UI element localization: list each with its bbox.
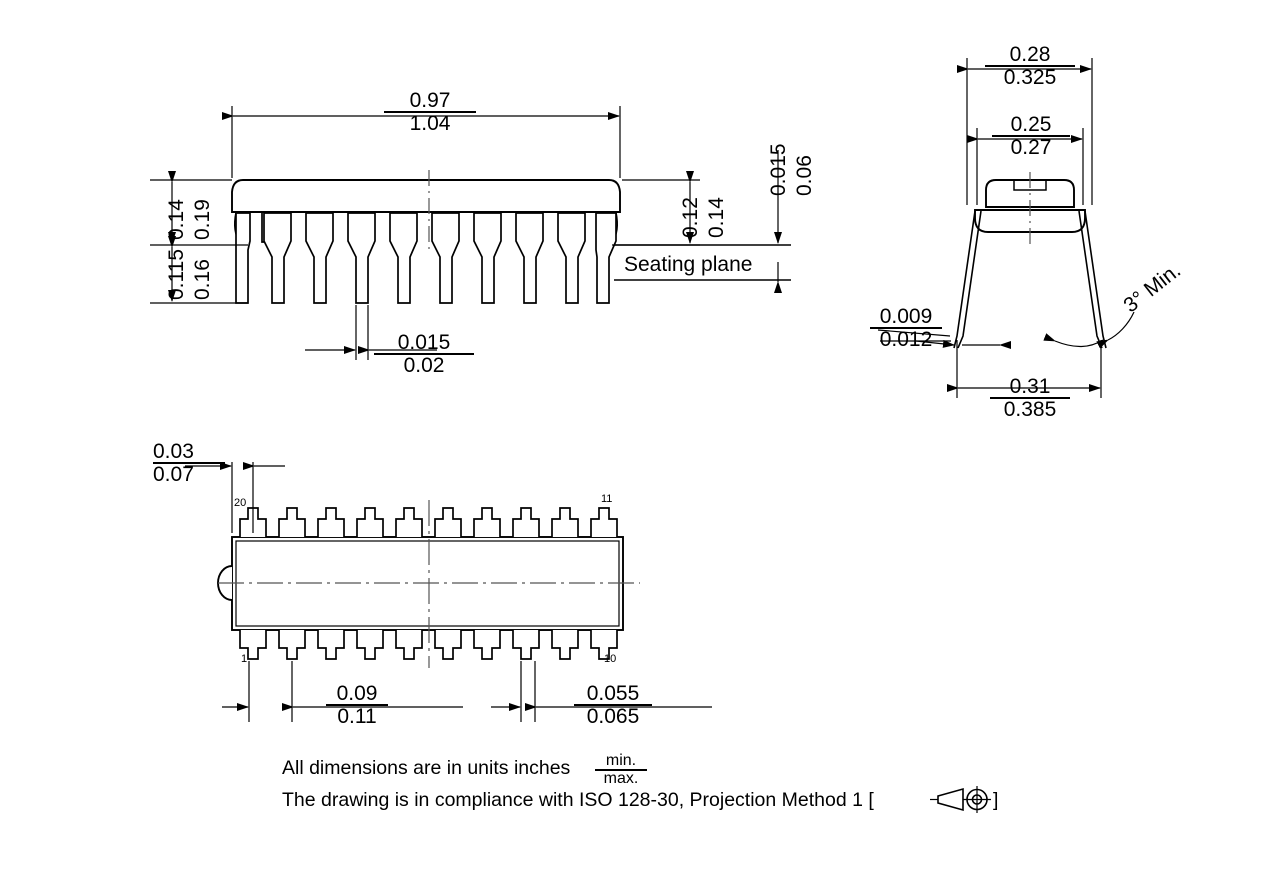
iso-projection-symbol	[930, 786, 991, 813]
units-note-fraction: min. max.	[595, 752, 647, 788]
compliance-note: The drawing is in compliance with ISO 12…	[282, 789, 874, 811]
side-view-overall-width-min: 0.28	[1009, 43, 1051, 66]
fraction-bar	[384, 111, 476, 114]
side-view-lead-span-min: 0.31	[1009, 375, 1051, 398]
fraction-bar	[326, 704, 388, 707]
seating-plane-label: Seating plane	[624, 253, 753, 276]
side-view-draft-angle-leaders	[1043, 311, 1135, 349]
front-view-lead-thickness-min: 0.015	[397, 331, 451, 354]
side-view-lead-width-dimension	[877, 329, 1011, 349]
side-view-lead-width-max: 0.012	[879, 328, 933, 352]
front-view-length-dimension-text: 0.97 1.04	[384, 90, 476, 135]
front-view-lead-length-min: 0.115	[165, 249, 188, 300]
front-view-lead-thickness-max: 0.02	[403, 354, 445, 378]
seating-plane-lines	[614, 244, 791, 281]
front-view-body-height-max: 0.19	[191, 199, 214, 240]
pin-label-20: 20	[234, 497, 247, 509]
units-note-min: min.	[605, 752, 637, 769]
fraction-bar	[595, 769, 647, 772]
side-view-lead-span-max: 0.385	[1003, 398, 1057, 422]
side-view-body-width-dimension	[967, 128, 1084, 205]
fraction-bar	[374, 353, 474, 356]
top-view-end-offset-max: 0.07	[153, 463, 194, 487]
compliance-note-close: ]	[993, 789, 999, 811]
side-view-body-width-min: 0.25	[1010, 113, 1052, 136]
front-view-lead-thickness-text: 0.015 0.02	[374, 332, 474, 377]
top-view-bottom-row-pins	[239, 630, 618, 660]
side-view-body-width-text: 0.25 0.27	[992, 114, 1070, 159]
units-note-max: max.	[603, 770, 639, 788]
side-view-lead-width-min: 0.009	[879, 305, 933, 328]
front-view-length-max: 1.04	[409, 112, 451, 136]
front-view-seated-body-min: 0.12	[679, 197, 702, 238]
side-view-lead-span-dimension	[947, 340, 1102, 398]
front-view-body-height-min: 0.14	[165, 199, 188, 240]
fraction-bar	[985, 65, 1075, 68]
top-view-end-offset-text: 0.03 0.07	[153, 441, 225, 486]
top-view-pitch-min: 0.09	[336, 682, 378, 705]
front-view-lead-length-max: 0.16	[191, 259, 214, 300]
front-view-standoff-max: 0.06	[793, 155, 816, 196]
pin-label-10: 10	[604, 653, 617, 665]
fraction-bar	[870, 327, 942, 330]
top-view-centerlines	[218, 500, 640, 668]
top-view-pin-width-min: 0.055	[586, 682, 640, 705]
front-view-lead-set	[235, 212, 617, 304]
side-view-overall-width-max: 0.325	[1003, 66, 1057, 90]
top-view-pitch-extension-lines	[248, 661, 536, 722]
side-view-body-width-max: 0.27	[1010, 136, 1052, 160]
front-view-height-dimensions	[150, 171, 248, 304]
top-view-top-row-pins	[239, 507, 618, 537]
top-view-end-offset-min: 0.03	[153, 440, 194, 463]
front-view-seated-body-max: 0.14	[705, 197, 728, 238]
top-view-pin-width-text: 0.055 0.065	[574, 683, 652, 728]
pin-label-1: 1	[241, 653, 248, 665]
fraction-bar	[153, 462, 225, 465]
front-view-length-min: 0.97	[409, 89, 451, 112]
top-view-pitch-max: 0.11	[337, 705, 377, 729]
pin-label-11: 11	[601, 493, 613, 505]
top-view-pin-width-max: 0.065	[586, 705, 640, 729]
fraction-bar	[990, 397, 1070, 400]
front-view-length-dimension	[222, 106, 621, 178]
fraction-bar	[992, 135, 1070, 138]
top-view-pitch-text: 0.09 0.11	[326, 683, 388, 728]
side-view-overall-width-text: 0.28 0.325	[985, 44, 1075, 89]
fraction-bar	[574, 704, 652, 707]
front-view-lead-thickness-dimension	[305, 305, 437, 360]
units-note-prefix: All dimensions are in units inches	[282, 757, 571, 779]
side-view-lead-span-text: 0.31 0.385	[990, 376, 1070, 421]
front-view-standoff-min: 0.015	[767, 143, 790, 196]
side-view-lead-width-text: 0.009 0.012	[870, 306, 942, 351]
side-view-overall-width-dimension	[957, 58, 1093, 205]
top-view-end-offset-dimension	[185, 462, 285, 533]
